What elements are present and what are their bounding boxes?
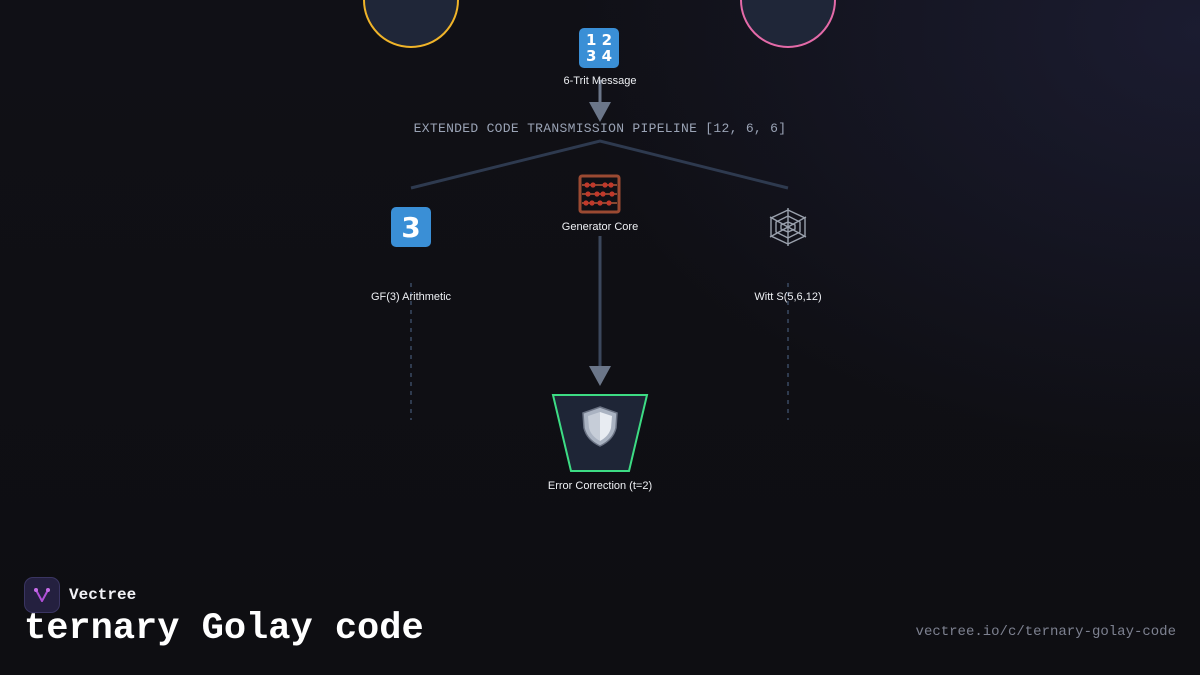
spider-web-icon [769, 208, 807, 246]
top-right-node-circle [740, 0, 836, 48]
source-url[interactable]: vectree.io/c/ternary-golay-code [915, 624, 1176, 640]
brand-name: Vectree [69, 586, 137, 604]
error-correction-node-label: Error Correction (t=2) [547, 480, 653, 492]
top-left-node-circle [363, 0, 459, 48]
vectree-logo-mark [34, 588, 50, 602]
generator-arrow-head [589, 366, 611, 386]
branch-connector [410, 139, 789, 190]
vectree-logo-icon [24, 577, 60, 613]
numbers-glyph-row: 1 2 [585, 31, 613, 49]
witt-node-label: Witt S(5,6,12) [754, 291, 822, 303]
keycap-three-icon: 3 [391, 207, 431, 247]
page-title: ternary Golay code [24, 608, 424, 650]
brand: Vectree [24, 577, 136, 613]
shield-icon [582, 406, 618, 447]
message-arrow-head [589, 102, 611, 122]
input-numbers-icon: 1 2 3 4 [579, 28, 619, 68]
gf3-node-label: GF(3) Arithmetic [370, 291, 452, 303]
message-node-label: 6-Trit Message [563, 75, 637, 87]
generator-node-label: Generator Core [561, 221, 639, 233]
abacus-icon [578, 174, 621, 214]
keycap-glyph: 3 [401, 210, 421, 244]
pipeline-title: EXTENDED CODE TRANSMISSION PIPELINE [12,… [413, 121, 787, 136]
numbers-glyph-row: 3 4 [585, 47, 613, 65]
